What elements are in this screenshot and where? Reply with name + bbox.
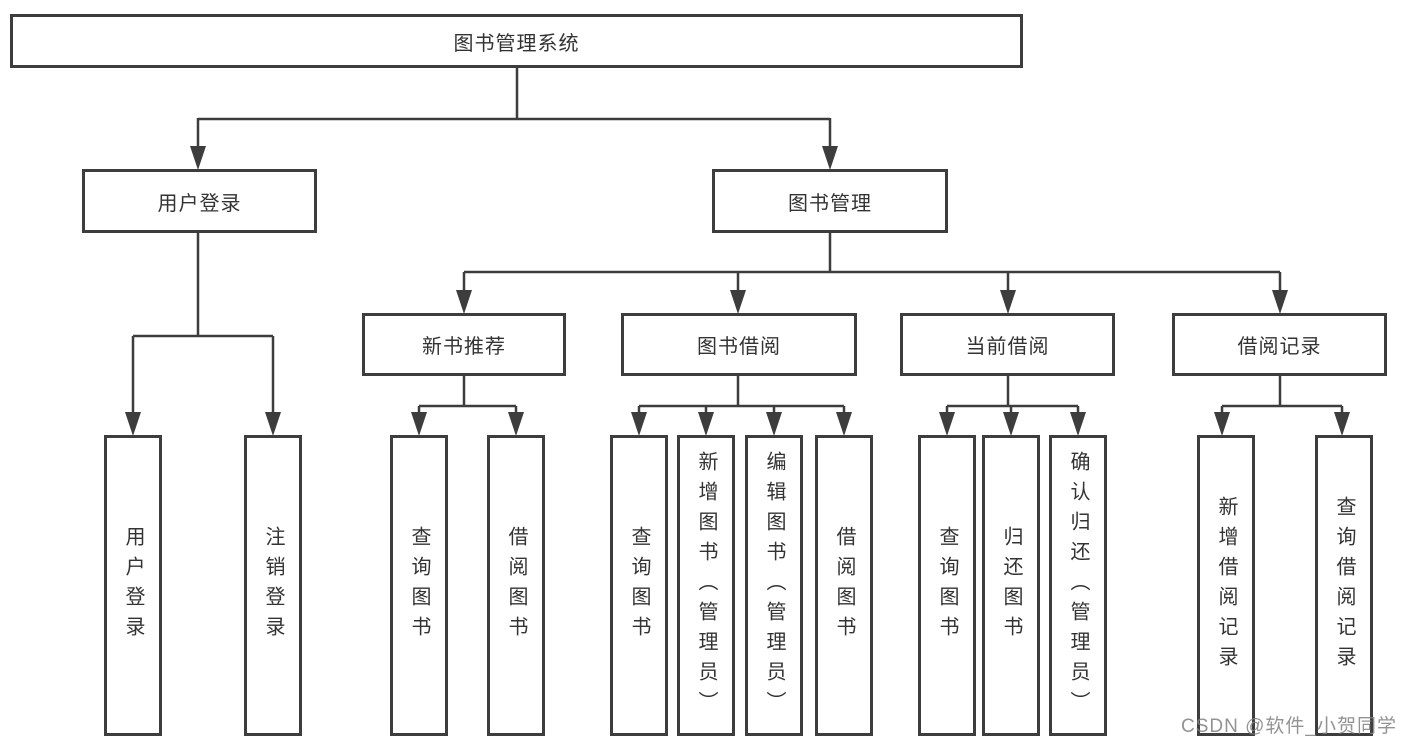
node-new-book-recommend: 新书推荐 [362, 313, 566, 376]
node-library-system-label: 图书管理系统 [453, 32, 580, 55]
leaf-confirm-return-admin: 确认归还（管理员） [1049, 435, 1107, 736]
leaf-edit-book-admin: 编辑图书（管理员） [745, 435, 803, 736]
leaf-query-books-current-label: 查询图书 [936, 525, 958, 646]
leaf-return-books: 归还图书 [982, 435, 1040, 736]
node-book-borrowing-label: 图书借阅 [697, 336, 781, 358]
leaf-logout: 注销登录 [244, 435, 302, 736]
leaf-add-borrow-record: 新增借阅记录 [1197, 435, 1255, 736]
leaf-add-book-admin-label: 新增图书（管理员） [695, 450, 717, 721]
node-new-book-recommend-label: 新书推荐 [422, 336, 506, 358]
node-library-system: 图书管理系统 [10, 14, 1023, 68]
csdn-watermark: CSDN @软件_小贺同学 [1181, 716, 1397, 737]
node-user-login-label: 用户登录 [157, 192, 242, 215]
node-book-management-label: 图书管理 [788, 192, 872, 215]
leaf-return-books-label: 归还图书 [1000, 525, 1022, 646]
leaf-confirm-return-admin-label: 确认归还（管理员） [1067, 450, 1089, 721]
leaf-borrow-books-recommend-label: 借阅图书 [505, 525, 527, 646]
leaf-query-borrow-record-label: 查询借阅记录 [1333, 495, 1355, 676]
leaf-query-borrow-record: 查询借阅记录 [1315, 435, 1373, 736]
leaf-query-books-recommend-label: 查询图书 [408, 525, 430, 646]
node-borrowing-records-label: 借阅记录 [1237, 336, 1322, 358]
leaf-query-books-borrowing: 查询图书 [610, 435, 668, 736]
node-user-login: 用户登录 [82, 169, 317, 233]
leaf-query-books-borrowing-label: 查询图书 [628, 525, 650, 646]
leaf-user-login: 用户登录 [104, 435, 162, 736]
leaf-borrow-books-2: 借阅图书 [815, 435, 873, 736]
node-book-management: 图书管理 [712, 169, 948, 233]
leaf-borrow-books-recommend: 借阅图书 [487, 435, 545, 736]
node-current-borrowing: 当前借阅 [900, 313, 1115, 376]
leaf-edit-book-admin-label: 编辑图书（管理员） [763, 450, 785, 721]
leaf-query-books-recommend: 查询图书 [390, 435, 448, 736]
leaf-logout-label: 注销登录 [262, 525, 284, 646]
leaf-borrow-books-2-label: 借阅图书 [833, 525, 855, 646]
leaf-add-book-admin: 新增图书（管理员） [677, 435, 735, 736]
leaf-query-books-current: 查询图书 [918, 435, 976, 736]
arrowheads [125, 146, 1350, 436]
leaf-user-login-label: 用户登录 [122, 525, 144, 646]
node-current-borrowing-label: 当前借阅 [965, 336, 1050, 358]
node-book-borrowing: 图书借阅 [621, 313, 857, 376]
leaf-add-borrow-record-label: 新增借阅记录 [1215, 495, 1237, 676]
node-borrowing-records: 借阅记录 [1172, 313, 1387, 376]
